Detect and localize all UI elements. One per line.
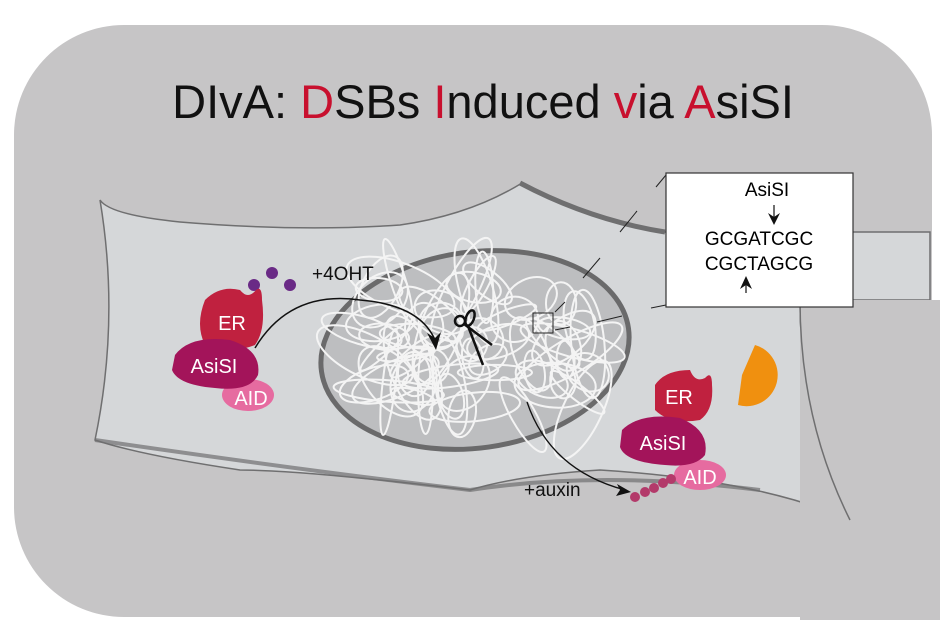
chromatin-fiber (456, 363, 533, 382)
chromatin-tangle (315, 236, 626, 461)
chromatin-fiber (462, 261, 513, 306)
chromatin-fiber (412, 347, 450, 385)
diagram-title: DIvA: DSBs Induced via AsiSI (107, 75, 833, 128)
title-part: D (172, 75, 206, 128)
aid-label: AID (683, 467, 716, 489)
title-accent-letter: D (300, 75, 334, 128)
zoom-line (554, 326, 571, 331)
er-label: ER (218, 313, 246, 335)
er-domain (200, 288, 264, 350)
zoom-line (582, 257, 601, 279)
zoom-line (554, 301, 566, 313)
zoom-line (655, 174, 667, 188)
cell-edge-right (799, 299, 851, 521)
auxin-arrow (526, 401, 626, 491)
chromatin-fiber (466, 322, 531, 361)
chromatin-fiber (468, 342, 508, 376)
chromatin-fiber (379, 328, 400, 436)
chromatin-fiber (544, 281, 578, 326)
chromatin-fiber (413, 289, 470, 336)
title-part: vA: (219, 75, 300, 128)
er-domain (655, 370, 713, 422)
chromatin-fiber (455, 326, 489, 363)
zoom-region-box (532, 312, 554, 334)
chromatin-fiber (398, 285, 464, 343)
chromatin-fiber (382, 237, 414, 323)
zoom-line (619, 210, 638, 233)
cut-arrow-top-head (768, 213, 780, 225)
chromatin-fiber (357, 345, 425, 418)
asisi-label: AsiSI (640, 433, 687, 455)
chromatin-fiber (428, 390, 522, 423)
zoom-line (596, 315, 623, 323)
cell-membrane-top (518, 180, 666, 235)
cell-membrane-bottom (94, 438, 761, 493)
translocation-arrow-head (427, 332, 441, 350)
chromatin-fiber (345, 303, 416, 343)
background-fill (800, 300, 940, 620)
chromatin-fiber (320, 311, 403, 350)
chromatin-fiber (354, 276, 404, 303)
asisi-enzyme (620, 416, 706, 466)
chromatin-fiber (382, 315, 444, 421)
chromatin-fiber (523, 349, 546, 394)
inset-enzyme-label: AsiSI (745, 180, 789, 201)
chromatin-fiber (513, 361, 597, 409)
chromatin-fiber (498, 376, 548, 453)
translocation-arrow (254, 297, 436, 349)
4oht-ligand (266, 267, 278, 279)
chromatin-fiber (508, 316, 553, 392)
4oht-label: +4OHT (312, 264, 374, 285)
bottom-strand-sequence: CGCTAGCG (705, 254, 813, 275)
chromatin-fiber (436, 372, 466, 420)
aid-label: AID (234, 388, 267, 410)
title-part: ia (637, 75, 684, 128)
title-accent-letter: I (433, 75, 446, 128)
chromatin-fiber (345, 255, 456, 319)
title-accent-letter: A (684, 75, 716, 128)
scissors-icon (453, 309, 493, 366)
chromatin-fiber (489, 295, 540, 344)
title-accent-letter: v (614, 75, 638, 128)
chromatin-fiber (537, 316, 592, 341)
auxin-label: +auxin (524, 480, 581, 501)
chromatin-fiber (403, 301, 445, 355)
chromatin-fiber (565, 352, 610, 393)
auxin-arrow-head (616, 484, 631, 496)
chromatin-fiber (514, 359, 569, 399)
sequence-inset (665, 172, 854, 308)
4oht-ligand (284, 279, 296, 291)
title-part: nduced (446, 75, 613, 128)
title-part: siSI (716, 75, 794, 128)
top-strand-sequence: GCGATCGC (705, 229, 813, 250)
4oht-ligand (248, 279, 260, 291)
chromatin-fiber (474, 250, 495, 325)
asisi-label: AsiSI (191, 356, 238, 378)
chromatin-fiber (338, 364, 410, 404)
ubiquitin-chain (630, 474, 676, 502)
tir1-protein (738, 345, 778, 407)
chromatin-fiber (351, 271, 409, 329)
chromatin-fiber (332, 378, 445, 404)
chromatin-fiber (351, 353, 440, 405)
chromatin-fiber (459, 254, 497, 315)
chromatin-fiber (519, 322, 626, 364)
asisi-enzyme (172, 339, 259, 389)
aid-tag (674, 460, 726, 490)
zoom-line (650, 304, 667, 309)
title-part: I (206, 75, 219, 128)
chromatin-fiber (445, 270, 502, 304)
title-part: SBs (334, 75, 433, 128)
er-label: ER (665, 387, 693, 409)
